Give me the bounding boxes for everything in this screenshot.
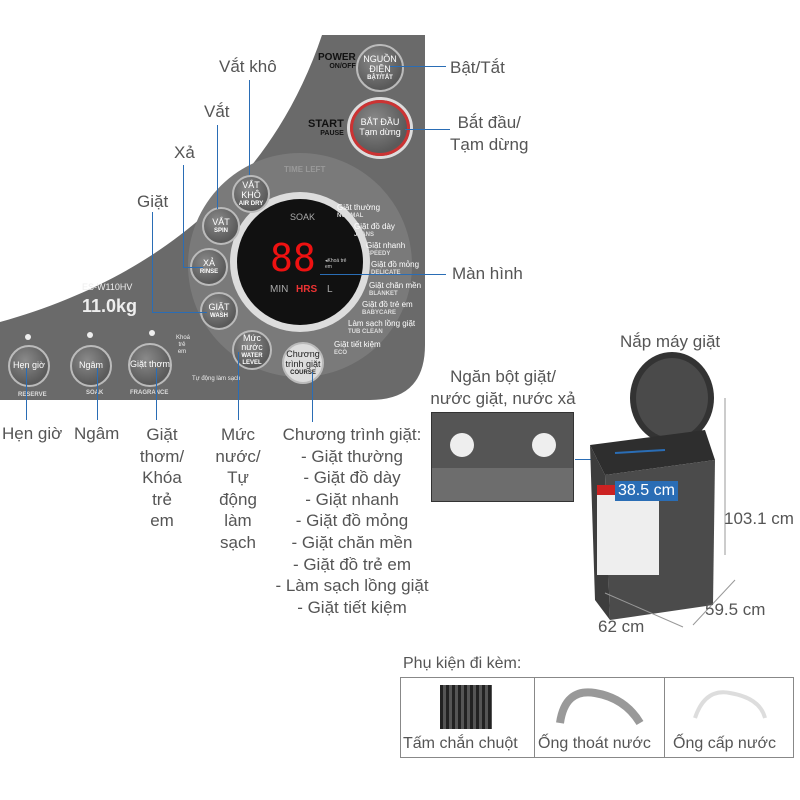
dimension-height: 103.1 cm [724, 509, 794, 528]
mouse-guard-image [440, 685, 492, 729]
dimension-depth: 59.5 cm [705, 600, 766, 619]
label-display: Màn hình [452, 264, 523, 283]
display-l: L [327, 284, 333, 295]
inlet-hose-image [693, 690, 767, 719]
label-reserve: Hẹn giờ [2, 424, 63, 443]
label-start: Bắt đầu/ Tạm dừng [450, 113, 529, 154]
capacity: 11.0kg [82, 296, 138, 316]
display-lock: ◂Khoá trẻ em [325, 258, 347, 270]
label-drawer: Ngăn bột giặt/ nước giặt, nước xả [430, 367, 576, 408]
fragrance-button[interactable]: Giặt thơm [128, 343, 172, 387]
display-min: MIN [270, 284, 289, 295]
drum-diameter: 38.5 cm [615, 481, 678, 501]
label-lid: Nắp máy giặt [620, 332, 721, 351]
label-air-dry: Vắt khô [219, 57, 277, 76]
detergent-drawer-image [431, 412, 574, 502]
label-soak: Ngâm [74, 424, 120, 443]
time-left-label: TIME LEFT [284, 165, 326, 174]
self-clean-label: Tự động làm sạch [192, 376, 241, 382]
soak-sub: SOAK [86, 390, 104, 396]
display-soak: SOAK [290, 212, 316, 222]
display-digits: 88 [270, 236, 316, 280]
model-name: ES-W110HV [82, 282, 133, 292]
accessories-title: Phụ kiện đi kèm: [403, 655, 522, 672]
label-power: Bật/Tắt [450, 58, 505, 77]
child-lock-label: Khoá trẻ em [176, 335, 191, 355]
label-wash: Giặt [137, 192, 169, 211]
label-spin: Vắt [204, 102, 230, 121]
label-rinse: Xả [174, 143, 195, 162]
drain-hose-image [556, 688, 644, 726]
fragrance-sub: FRAGRANCE [130, 390, 169, 396]
accessories-table [400, 677, 794, 758]
label-fragrance: Giặt thơm/ Khóa trẻ em [139, 425, 185, 530]
display-hrs: HRS [296, 284, 318, 295]
accessory-drain-hose: Ống thoát nước [535, 677, 665, 757]
accessory-mouse-guard: Tấm chắn chuột [400, 677, 535, 757]
soak-button[interactable]: Ngâm [70, 345, 112, 387]
label-course: Chương trình giặt: - Giặt thường- Giặt đ… [275, 425, 429, 617]
accessory-inlet-hose: Ống cấp nước [665, 677, 794, 757]
reserve-sub: RESERVE [18, 392, 47, 398]
reserve-button[interactable]: Hẹn giờ [8, 345, 50, 387]
label-water: Mức nước/ Tự động làm sạch [215, 425, 261, 552]
dimension-width: 62 cm [598, 617, 645, 636]
